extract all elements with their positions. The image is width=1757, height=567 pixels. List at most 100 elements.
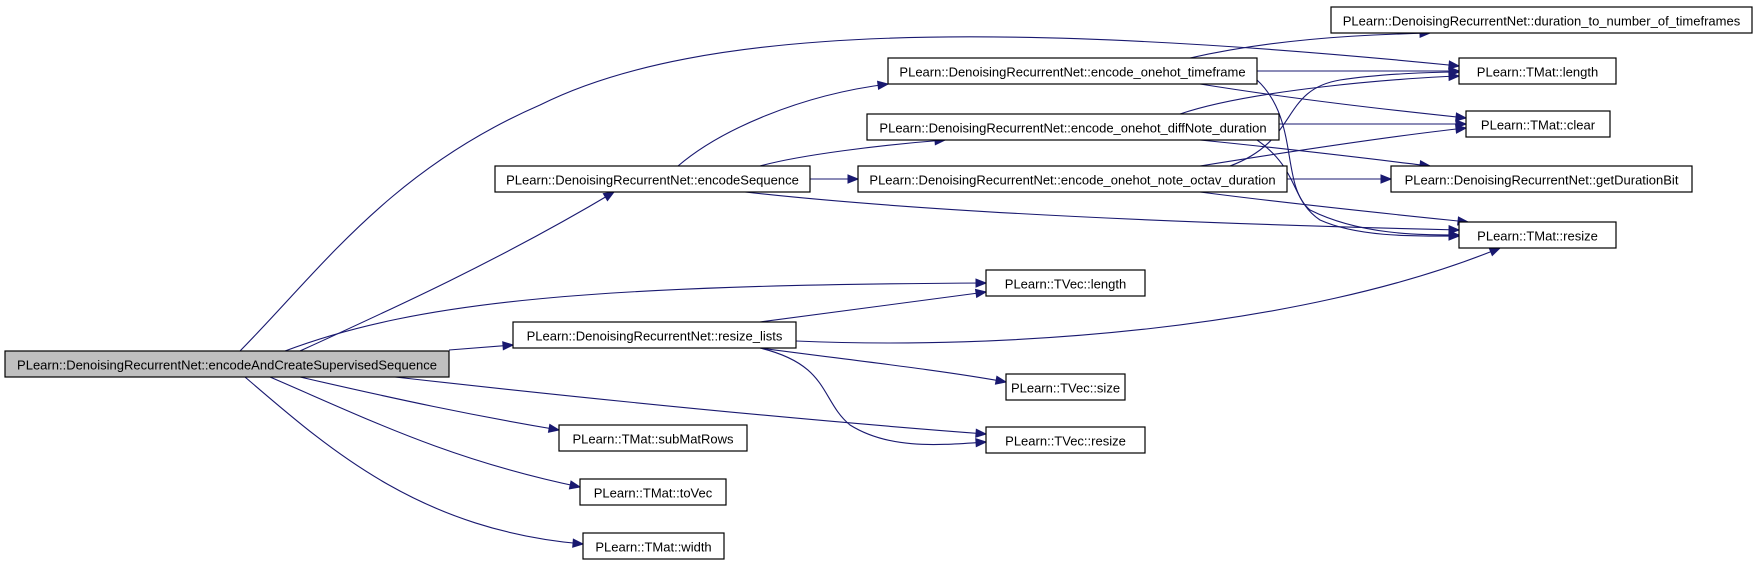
arrowhead-icon bbox=[1448, 67, 1461, 77]
arrowhead-icon bbox=[1455, 112, 1468, 122]
edge-line bbox=[1179, 75, 1460, 115]
node-box bbox=[1465, 110, 1611, 138]
edge-line bbox=[1199, 191, 1469, 223]
arrowhead-icon bbox=[1455, 124, 1468, 134]
node-duration_to_nt[interactable]: PLearn::DenoisingRecurrentNet::duration_… bbox=[1330, 6, 1753, 34]
node-box bbox=[1330, 6, 1753, 34]
node-label: PLearn::DenoisingRecurrentNet::encode_on… bbox=[899, 65, 1245, 80]
node-label: PLearn::TMat::length bbox=[1477, 65, 1598, 80]
edge-line bbox=[759, 139, 946, 167]
node-box bbox=[857, 165, 1288, 193]
edge-line bbox=[299, 376, 560, 431]
node-box bbox=[1390, 165, 1693, 193]
node-box bbox=[1458, 57, 1617, 85]
node-box bbox=[512, 321, 797, 349]
node-label: PLearn::TMat::resize bbox=[1477, 229, 1598, 244]
node-encodeSequence[interactable]: PLearn::DenoisingRecurrentNet::encodeSeq… bbox=[494, 165, 811, 193]
node-label: PLearn::TVec::resize bbox=[1005, 434, 1126, 449]
node-label: PLearn::TVec::size bbox=[1011, 381, 1120, 396]
arrowhead-icon bbox=[1448, 231, 1461, 241]
node-tmat_clear[interactable]: PLearn::TMat::clear bbox=[1465, 110, 1611, 138]
arrowhead-icon bbox=[502, 341, 515, 351]
edge-line bbox=[269, 376, 581, 488]
arrowhead-icon bbox=[568, 480, 582, 490]
edge-line bbox=[1256, 79, 1460, 236]
node-label: PLearn::DenoisingRecurrentNet::resize_li… bbox=[527, 329, 783, 344]
edge-line bbox=[759, 347, 1007, 383]
node-tvec_size[interactable]: PLearn::TVec::size bbox=[1005, 373, 1126, 401]
edge-line bbox=[795, 247, 1501, 344]
arrowhead-icon bbox=[1488, 247, 1502, 257]
node-label: PLearn::DenoisingRecurrentNet::encode_on… bbox=[879, 121, 1266, 136]
edge-resize_lists-to-tvec_size bbox=[759, 347, 1008, 385]
edge-encodeSequence-to-onehot_timeframe bbox=[677, 80, 890, 167]
node-subMatRows[interactable]: PLearn::TMat::subMatRows bbox=[558, 424, 748, 452]
edge-root-to-tvec_length bbox=[284, 278, 988, 352]
arrowhead-icon bbox=[547, 423, 561, 433]
node-box bbox=[558, 424, 748, 452]
node-tvec_resize[interactable]: PLearn::TVec::resize bbox=[985, 426, 1146, 454]
edge-line bbox=[284, 282, 987, 352]
arrowhead-icon bbox=[975, 437, 988, 448]
node-toVec[interactable]: PLearn::TMat::toVec bbox=[579, 478, 727, 506]
node-tmat_length[interactable]: PLearn::TMat::length bbox=[1458, 57, 1617, 85]
arrowhead-icon bbox=[847, 174, 860, 184]
node-onehot_note_octav[interactable]: PLearn::DenoisingRecurrentNet::encode_on… bbox=[857, 165, 1288, 193]
arrowhead-icon bbox=[876, 80, 890, 91]
node-box bbox=[1005, 373, 1126, 401]
edge-onehot_note_octav-to-getDurationBit bbox=[1287, 174, 1393, 184]
edge-line bbox=[759, 291, 987, 323]
edge-line bbox=[244, 376, 584, 545]
node-label: PLearn::DenoisingRecurrentNet::encodeSeq… bbox=[506, 173, 799, 188]
arrowhead-icon bbox=[1448, 60, 1461, 70]
node-box bbox=[985, 269, 1146, 297]
node-root[interactable]: PLearn::DenoisingRecurrentNet::encodeAnd… bbox=[4, 350, 450, 378]
edge-onehot_note_octav-to-tmat_clear bbox=[1199, 124, 1468, 167]
node-box bbox=[866, 113, 1280, 141]
edge-root-to-toVec bbox=[269, 376, 582, 490]
edge-root-to-tvec_resize bbox=[394, 376, 988, 438]
arrowhead-icon bbox=[975, 428, 988, 438]
edge-root-to-subMatRows bbox=[299, 376, 561, 433]
node-box bbox=[579, 478, 727, 506]
edge-root-to-resize_lists bbox=[448, 341, 515, 351]
edge-line bbox=[677, 83, 889, 167]
edge-encodeSequence-to-onehot_note_octav bbox=[810, 174, 860, 184]
node-getDurationBit[interactable]: PLearn::DenoisingRecurrentNet::getDurati… bbox=[1390, 165, 1693, 193]
edge-encodeSequence-to-onehot_diffNote bbox=[759, 136, 947, 167]
edges-layer bbox=[239, 28, 1502, 548]
edge-line bbox=[759, 347, 987, 446]
node-box bbox=[887, 57, 1258, 85]
edge-onehot_timeframe-to-tmat_resize bbox=[1256, 79, 1461, 240]
node-box bbox=[1458, 221, 1617, 249]
arrowhead-icon bbox=[1380, 174, 1393, 184]
node-onehot_diffNote[interactable]: PLearn::DenoisingRecurrentNet::encode_on… bbox=[866, 113, 1280, 141]
arrowhead-icon bbox=[602, 191, 616, 202]
edge-line bbox=[1189, 32, 1431, 59]
node-label: PLearn::TMat::subMatRows bbox=[572, 432, 734, 447]
arrowhead-icon bbox=[974, 288, 988, 299]
edge-line bbox=[394, 376, 987, 435]
edge-encodeSequence-to-tmat_resize bbox=[744, 191, 1461, 235]
node-resize_lists[interactable]: PLearn::DenoisingRecurrentNet::resize_li… bbox=[512, 321, 797, 349]
node-label: PLearn::TVec::length bbox=[1005, 277, 1126, 292]
node-box bbox=[985, 426, 1146, 454]
edge-line bbox=[744, 191, 1460, 231]
arrowhead-icon bbox=[572, 538, 585, 548]
node-label: PLearn::TMat::width bbox=[595, 540, 711, 555]
node-label: PLearn::TMat::clear bbox=[1481, 118, 1596, 133]
arrowhead-icon bbox=[994, 375, 1008, 385]
edge-line bbox=[1199, 127, 1467, 167]
node-width[interactable]: PLearn::TMat::width bbox=[582, 532, 725, 560]
node-tvec_length[interactable]: PLearn::TVec::length bbox=[985, 269, 1146, 297]
edge-line bbox=[1199, 139, 1431, 167]
node-label: PLearn::DenoisingRecurrentNet::encodeAnd… bbox=[17, 358, 437, 373]
node-label: PLearn::DenoisingRecurrentNet::getDurati… bbox=[1405, 173, 1679, 188]
edge-onehot_timeframe-to-tmat_length bbox=[1257, 66, 1461, 76]
edge-onehot_timeframe-to-tmat_clear bbox=[1199, 83, 1468, 122]
node-tmat_resize[interactable]: PLearn::TMat::resize bbox=[1458, 221, 1617, 249]
node-onehot_timeframe[interactable]: PLearn::DenoisingRecurrentNet::encode_on… bbox=[887, 57, 1258, 85]
node-box bbox=[4, 350, 450, 378]
node-label: PLearn::TMat::toVec bbox=[594, 486, 713, 501]
